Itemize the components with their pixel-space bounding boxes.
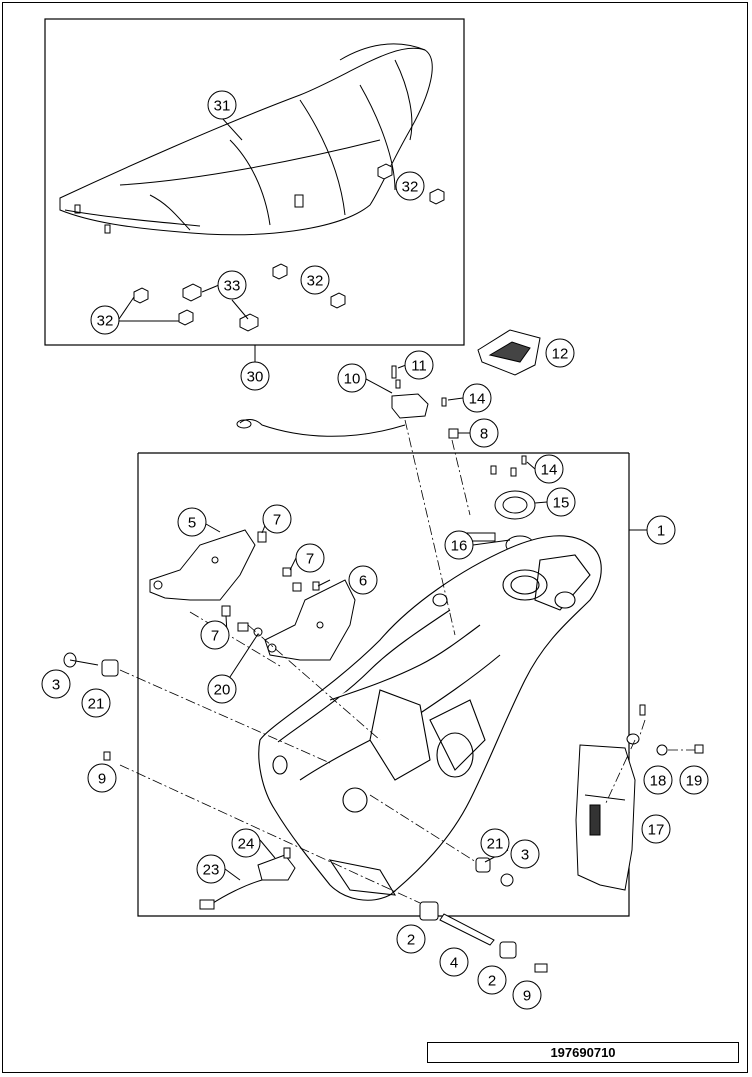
callout-23: 23: [196, 854, 226, 884]
callout-3-right-label: 3: [521, 847, 529, 864]
callout-32-center: 32: [300, 265, 330, 295]
grommet-parts: [133, 163, 445, 332]
callout-20: 20: [207, 674, 237, 704]
callout-16-label: 16: [451, 538, 468, 555]
callout-19: 19: [679, 765, 709, 795]
callout-20-label: 20: [214, 682, 231, 699]
callout-1: 1: [646, 515, 676, 545]
callout-3-left: 3: [41, 669, 71, 699]
callout-16: 16: [444, 530, 474, 560]
callout-1-label: 1: [657, 523, 665, 540]
callout-8-label: 8: [480, 426, 488, 443]
document-number: 197690710: [427, 1042, 739, 1063]
callout-9-right-label: 9: [523, 988, 531, 1005]
callout-3-left-label: 3: [52, 677, 60, 694]
callout-2-left: 2: [396, 924, 426, 954]
callout-23-label: 23: [203, 862, 220, 879]
callout-31: 31: [207, 90, 237, 120]
callouts: 31 32 32 33 32 30 12 11: [41, 90, 709, 1010]
callout-5: 5: [177, 507, 207, 537]
tank-group-box-left-right-bottom: [137, 453, 630, 917]
callout-10-label: 10: [344, 371, 361, 388]
callout-2-left-label: 2: [407, 932, 415, 949]
seat-leader-lines: [118, 117, 256, 362]
callout-3-right: 3: [510, 839, 540, 869]
callout-7-top: 7: [262, 504, 292, 534]
callout-21-left: 21: [81, 688, 111, 718]
callout-32-left: 32: [90, 305, 120, 335]
callout-12-label: 12: [552, 346, 569, 363]
callout-6-label: 6: [359, 573, 367, 590]
callout-11-label: 11: [411, 358, 427, 375]
side-cover-part: [575, 704, 704, 891]
seat-part: [59, 43, 433, 236]
callout-30-label: 30: [247, 369, 264, 386]
callout-32-seat-right-label: 32: [402, 179, 419, 196]
callout-14-upper: 14: [462, 383, 492, 413]
callout-7-middle: 7: [295, 543, 325, 573]
callout-12: 12: [545, 338, 575, 368]
callout-21-left-label: 21: [88, 696, 105, 713]
callout-4: 4: [439, 947, 469, 977]
callout-14-lower: 14: [534, 454, 564, 484]
callout-32-seat-right: 32: [395, 171, 425, 201]
callout-15-label: 15: [553, 495, 570, 512]
callout-32-left-label: 32: [97, 313, 114, 330]
cap-cover-part: [477, 329, 541, 376]
callout-9-left-label: 9: [98, 771, 106, 788]
side-bracket-parts: [149, 529, 356, 661]
callout-14-upper-label: 14: [469, 391, 486, 408]
callout-8: 8: [469, 418, 499, 448]
callout-21-right-label: 21: [487, 836, 504, 853]
callout-24-label: 24: [238, 836, 255, 853]
callout-24: 24: [231, 828, 261, 858]
callout-31-label: 31: [214, 98, 231, 115]
callout-6: 6: [348, 565, 378, 595]
callout-9-left: 9: [87, 763, 117, 793]
callout-7-top-label: 7: [273, 512, 281, 529]
callout-18: 18: [643, 765, 673, 795]
callout-7-lower: 7: [200, 620, 230, 650]
callout-32-center-label: 32: [307, 273, 324, 290]
callout-33: 33: [217, 270, 247, 300]
callout-2-right-label: 2: [488, 973, 496, 990]
callout-30: 30: [240, 361, 270, 391]
callout-2-right: 2: [477, 965, 507, 995]
callout-33-label: 33: [224, 278, 241, 295]
callout-19-label: 19: [686, 773, 703, 790]
callout-7-middle-label: 7: [306, 551, 314, 568]
assembly-lines: [119, 419, 695, 904]
callout-11: 11: [404, 350, 434, 380]
callout-14-lower-label: 14: [541, 462, 558, 479]
callout-17: 17: [641, 814, 671, 844]
callout-18-label: 18: [650, 773, 667, 790]
fuel-tank-part: [258, 535, 602, 901]
callout-5-label: 5: [188, 515, 196, 532]
callout-17-label: 17: [648, 822, 665, 839]
bushing-and-bolt-parts: [63, 652, 548, 973]
bracket-and-cable-parts: [236, 365, 527, 477]
callout-15: 15: [546, 487, 576, 517]
callout-4-label: 4: [450, 955, 458, 972]
sensor-part: [199, 847, 296, 910]
callout-10: 10: [337, 363, 367, 393]
callout-7-lower-label: 7: [211, 628, 219, 645]
callout-9-right: 9: [512, 980, 542, 1010]
callout-21-right: 21: [480, 828, 510, 858]
